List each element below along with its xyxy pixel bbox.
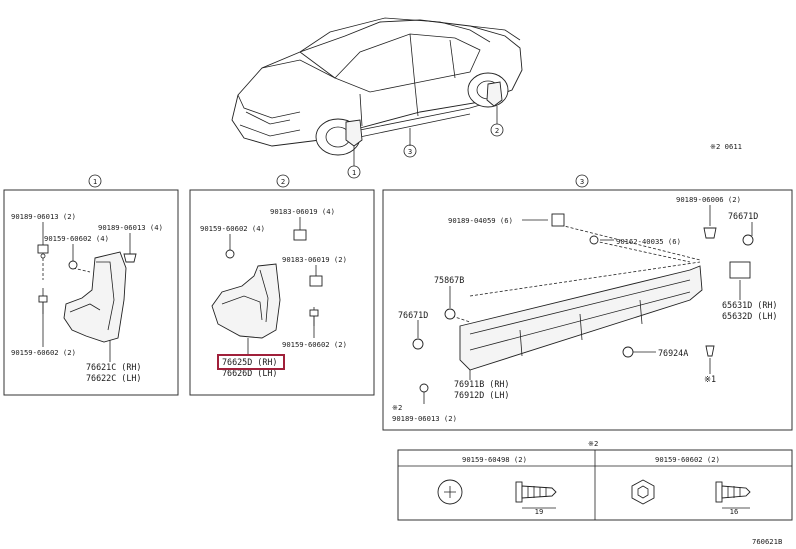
p2-clip-b-icon (309, 275, 323, 287)
p2-part-lh-label: 76626D (LH) (222, 368, 277, 378)
p2-clip-a-label: 90183-06019 (4) (270, 207, 335, 216)
p3-65632d-label: 65632D (LH) (722, 311, 777, 321)
p3-76912d-label: 76912D (LH) (454, 390, 509, 400)
panel-2-callout (276, 174, 290, 188)
p3-76671d-label: 76671D (728, 211, 758, 221)
p1-screw-b-label: 90159-60602 (2) (11, 348, 76, 357)
svg-text:1: 1 (352, 168, 356, 177)
table-right-dim: 16 (730, 507, 739, 516)
p1-bolt-b-label: 90189-06013 (4) (98, 223, 163, 232)
p2-highlight-box (217, 354, 285, 370)
panel-1-callout-label: 1 (93, 177, 97, 186)
p3-65631d-icon (729, 261, 751, 279)
corner-note: ※2 0611 (710, 142, 742, 151)
p2-clip-a-icon (293, 229, 307, 241)
panel-1: 1 90189-06013 (2) 90189-06013 (4) 90159-… (3, 174, 179, 396)
panel-1-callout (88, 174, 102, 188)
p3-76911b-label: 76911B (RH) (454, 379, 509, 389)
panel-2-frame (189, 189, 375, 396)
panel-1-frame (3, 189, 179, 396)
p3-bolt-a-icon (703, 227, 717, 239)
p3-76671d-b-label: 76671D (398, 310, 428, 320)
footer-code: 760621B (752, 537, 782, 546)
table-right-bolt-body-icon (715, 481, 751, 503)
p3-bolt-a-label: 90189-06006 (2) (676, 195, 741, 204)
table-right-bolt-head-icon (631, 479, 655, 505)
p3-note-2: ※2 (392, 403, 402, 412)
p3-nut-a-icon (551, 213, 565, 227)
car-illustration (231, 17, 523, 166)
p1-bolt-b-icon (123, 253, 137, 263)
p2-screw-a-icon (225, 249, 235, 259)
p3-nut-a-label: 90189-04059 (6) (448, 216, 513, 225)
callout-2: 2 (490, 123, 504, 137)
panel-2-callout-label: 2 (281, 177, 285, 186)
panel-3-callout-label: 3 (580, 177, 584, 186)
p1-part-lh-label: 76622C (LH) (86, 373, 141, 383)
p1-screw-b-icon (38, 295, 48, 314)
table-left-dim: 19 (535, 507, 544, 516)
p1-bolt-a-label: 90189-06013 (2) (11, 212, 76, 221)
p1-screw-a-label: 90159-60602 (4) (44, 234, 109, 243)
p3-76671d-icon (742, 234, 754, 246)
p2-screw-a-label: 90159-60602 (4) (200, 224, 265, 233)
p2-screw-b-label: 90159-60602 (2) (282, 340, 347, 349)
p3-bolt-b-icon (419, 383, 429, 393)
table-right-label: 90159-60602 (2) (655, 455, 720, 464)
p3-76671d-b-icon (412, 338, 424, 350)
table-note: ※2 (588, 439, 598, 448)
callout-3: 3 (403, 144, 417, 158)
p2-screw-b-icon (309, 309, 319, 326)
p3-75867b-icon (444, 308, 456, 320)
p3-76924a-label: 76924A (658, 348, 688, 358)
p3-75867b-label: 75867B (434, 275, 464, 285)
svg-text:2: 2 (495, 126, 499, 135)
p1-part-rh-label: 76621C (RH) (86, 362, 141, 372)
p3-screw-a-label: 90162-40035 (6) (616, 237, 681, 246)
p3-76924a-icon (622, 346, 634, 358)
p3-bolt-b-label: 90189-06013 (2) (392, 414, 457, 423)
table-left-screw-head-icon (437, 479, 463, 505)
p2-mudguard-shape (211, 263, 281, 339)
p3-screw-a-icon (589, 235, 599, 245)
p2-part-rh-label: 76625D (RH) (222, 357, 277, 367)
panel-3-frame (382, 189, 793, 431)
p3-65631d-label: 65631D (RH) (722, 300, 777, 310)
panel-2: 2 90183-06019 (4) 90159-60602 (4) 90183-… (189, 174, 375, 396)
table-left-screw-body-icon (515, 481, 557, 503)
svg-text:3: 3 (408, 147, 412, 156)
callout-1: 1 (347, 165, 361, 179)
p3-note-1: ※1 (704, 374, 716, 384)
p3-note-1-icon (705, 345, 715, 357)
p1-screw-a-icon (68, 260, 78, 270)
panel-3: 3 90189-04059 (6) 90189-06006 (2) 76671D… (382, 174, 793, 431)
p1-bolt-a-icon (37, 244, 49, 259)
panel-3-callout (575, 174, 589, 188)
fastener-table: ※2 90159-60498 (2) 90159-60602 (2) 19 (397, 439, 793, 521)
table-left-label: 90159-60498 (2) (462, 455, 527, 464)
p2-clip-b-label: 90183-06019 (2) (282, 255, 347, 264)
